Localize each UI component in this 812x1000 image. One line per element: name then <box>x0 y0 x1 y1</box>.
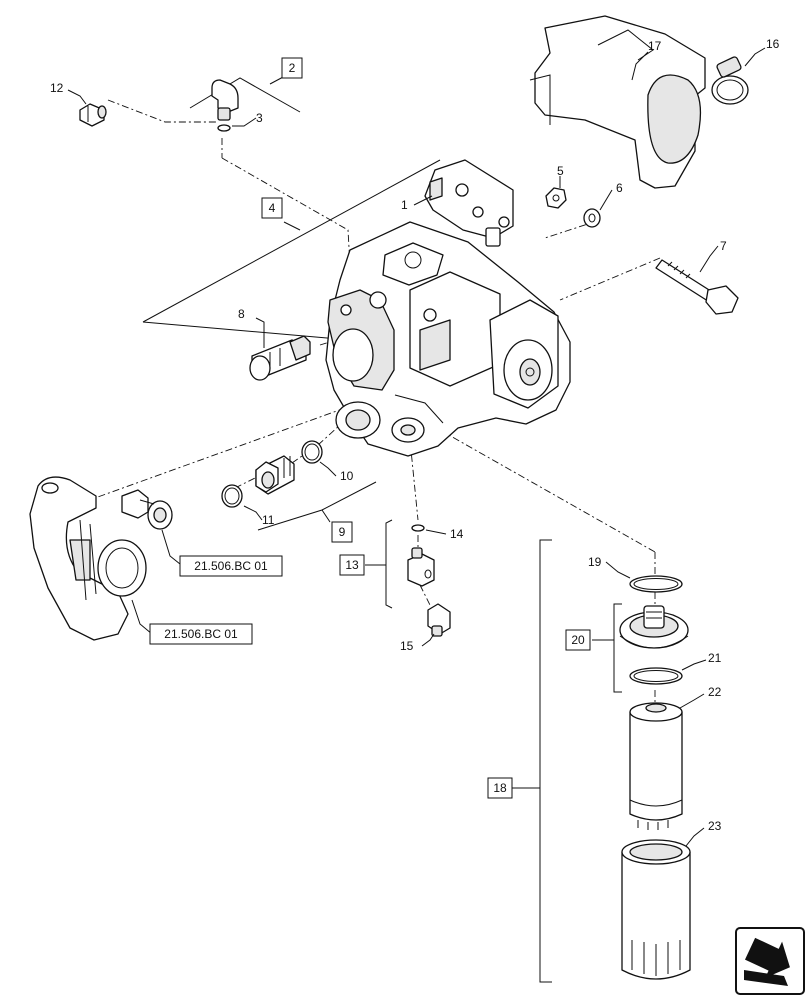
boxed-callout-2: 2 <box>281 57 303 79</box>
callout-7: 7 <box>720 239 727 253</box>
callout-labels: 12 3 1 5 6 17 16 7 8 10 11 14 15 19 21 2… <box>50 37 780 833</box>
boxed-callout-4: 4 <box>261 197 283 219</box>
callout-15: 15 <box>400 639 414 653</box>
callout-11: 11 <box>262 513 275 527</box>
callout-22: 22 <box>708 685 722 699</box>
part-11-oring <box>221 484 243 508</box>
part-8-relief-valve <box>249 335 311 381</box>
callout-12: 12 <box>50 81 64 95</box>
callout-6: 6 <box>616 181 623 195</box>
part-20-filter-head <box>619 605 689 649</box>
svg-text:4: 4 <box>269 201 276 215</box>
svg-text:21.506.BC 01: 21.506.BC 01 <box>164 627 238 641</box>
boxed-callout-18: 18 <box>487 777 513 799</box>
callout-21: 21 <box>708 651 722 665</box>
pipe-elbow-fitting <box>121 489 173 530</box>
part-6-washer <box>583 208 601 228</box>
callout-5: 5 <box>557 164 564 178</box>
boxed-callout-9: 9 <box>331 521 353 543</box>
callout-23: 23 <box>708 819 722 833</box>
part-10-oring <box>301 440 323 464</box>
callout-8: 8 <box>238 307 245 321</box>
part-3-elbow-fitting <box>211 79 239 132</box>
group-bracket-4 <box>142 159 441 341</box>
part-22-filter-element <box>629 702 683 830</box>
part-23-filter-bowl <box>621 839 691 980</box>
callout-14: 14 <box>450 527 464 541</box>
reference-box-upper[interactable]: 21.506.BC 01 <box>179 555 283 577</box>
group-bracket-13 <box>365 519 393 609</box>
part-19-oring <box>629 575 683 593</box>
part-15-sensor <box>427 603 451 637</box>
svg-text:21.506.BC 01: 21.506.BC 01 <box>194 559 268 573</box>
svg-text:13: 13 <box>345 558 359 572</box>
svg-text:20: 20 <box>571 633 585 647</box>
part-17-shield <box>529 15 706 189</box>
svg-text:2: 2 <box>289 61 296 75</box>
callout-10: 10 <box>340 469 354 483</box>
boxed-callout-20: 20 <box>565 629 591 651</box>
part-21-oring <box>629 667 683 685</box>
callout-leaders <box>67 47 766 847</box>
hydraulic-pump-body <box>325 221 571 457</box>
group-bracket-18 <box>512 539 552 983</box>
callout-16: 16 <box>766 37 780 51</box>
reference-box-lower[interactable]: 21.506.BC 01 <box>149 623 253 645</box>
boxed-callout-13: 13 <box>339 554 365 576</box>
callout-1: 1 <box>401 198 408 212</box>
fitting-adapter <box>255 455 295 495</box>
part-13-tee-fitting <box>407 547 435 587</box>
group-bracket-20 <box>592 603 622 693</box>
next-page-arrow-icon[interactable] <box>735 927 805 995</box>
part-5-nut <box>545 187 567 209</box>
part-16-clamp <box>711 56 749 105</box>
part-12-fitting <box>79 103 107 127</box>
svg-text:18: 18 <box>493 781 507 795</box>
group-bracket-2 <box>189 75 301 113</box>
group-bracket-9 <box>257 481 377 531</box>
part-14-oring <box>411 524 425 532</box>
callout-19: 19 <box>588 555 602 569</box>
callout-3: 3 <box>256 111 263 125</box>
intake-pipe <box>29 476 147 641</box>
callout-17: 17 <box>648 39 662 53</box>
part-7-bolt <box>655 259 739 315</box>
part-1-control-valve <box>424 159 514 247</box>
svg-text:9: 9 <box>339 525 346 539</box>
